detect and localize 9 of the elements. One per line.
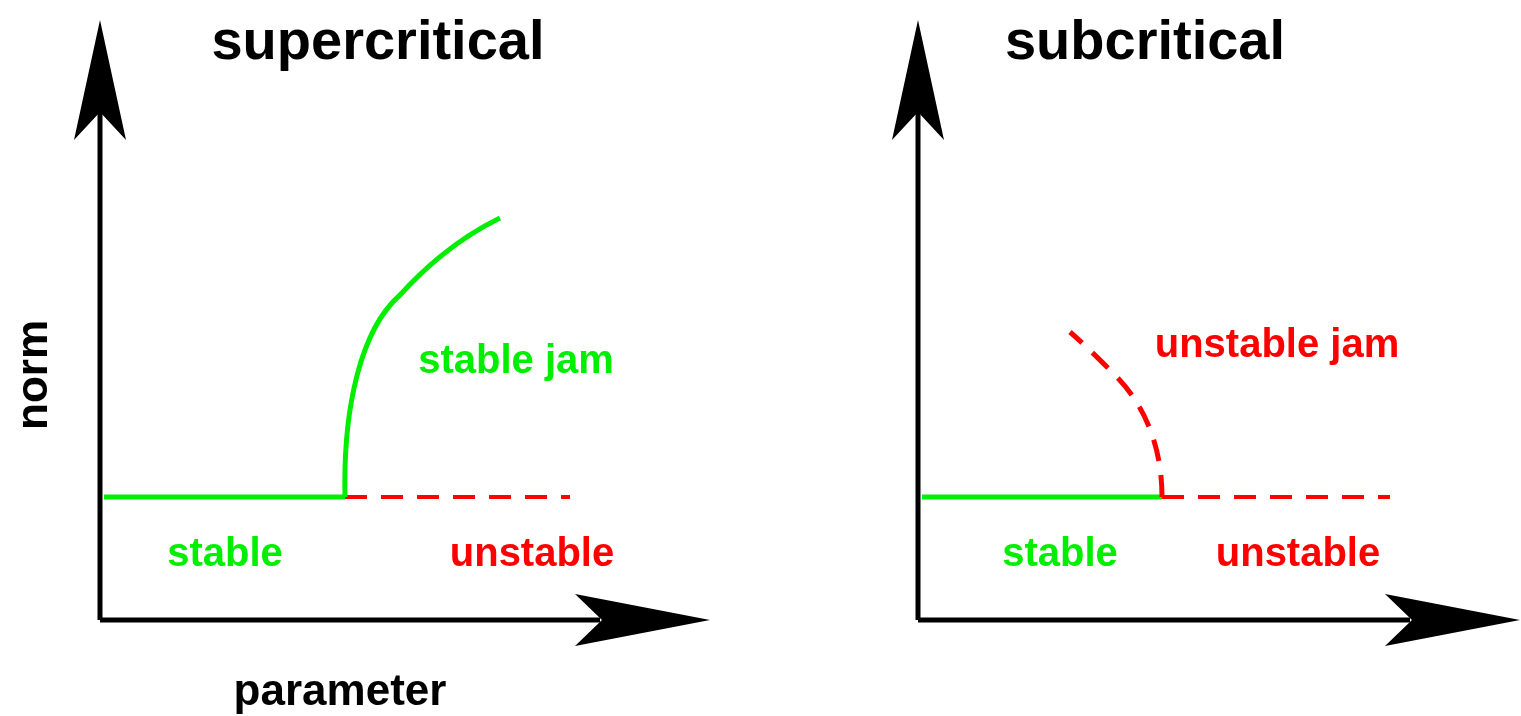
axis-label: parameter <box>233 668 447 712</box>
branch-label: unstable <box>449 532 615 572</box>
axis-label: norm <box>10 320 54 430</box>
branch-label: unstable <box>1215 532 1381 572</box>
panel-title: subcritical <box>1004 12 1286 68</box>
branch-label: unstable jam <box>1154 323 1400 363</box>
branch-label: stable <box>1002 532 1118 572</box>
branch-label: stable <box>167 532 283 572</box>
branch-label: stable jam <box>418 339 614 379</box>
